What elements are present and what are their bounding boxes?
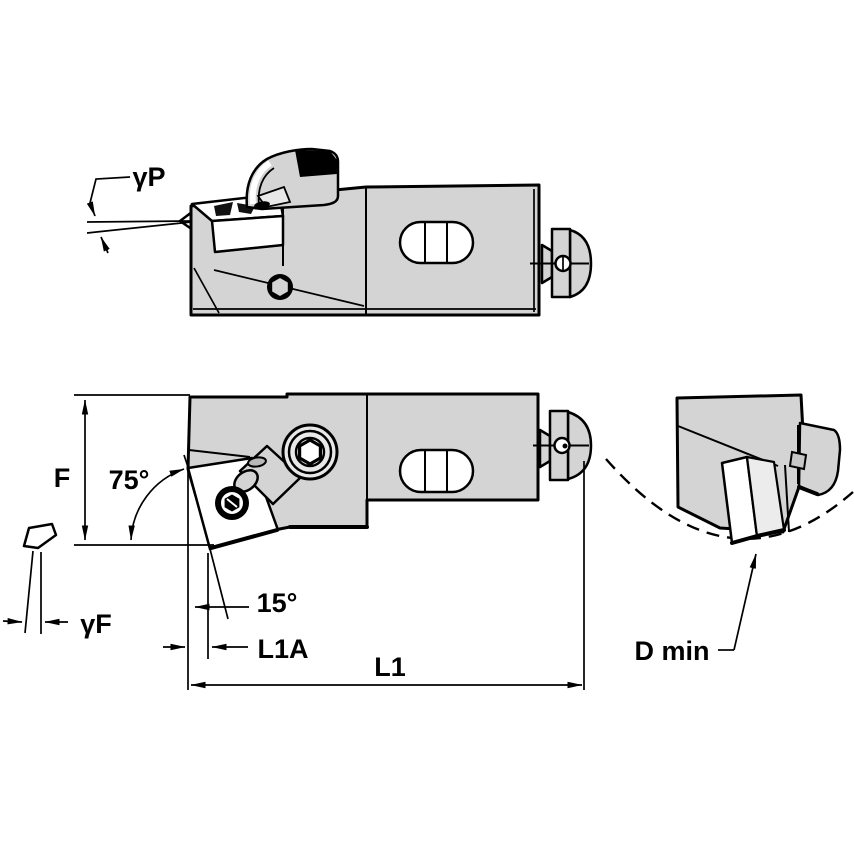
- clamp-screw-hex: [298, 438, 322, 466]
- gamma-p-label: γP: [132, 162, 165, 192]
- cutting-edge-stub: [183, 454, 190, 471]
- clamp-inner-line: [257, 167, 275, 207]
- dimensions: F 75° 15° L1A L1 γF: [2, 394, 585, 690]
- insert-cross-section: [22, 522, 58, 550]
- clamp-highlight-band: [249, 160, 272, 205]
- oval-slot-front: [398, 448, 475, 494]
- clamp-screw-shadow: [295, 150, 337, 177]
- strip-bottom-shadow: [730, 534, 759, 545]
- l1a-label: L1A: [257, 634, 308, 664]
- dmin-label: D min: [634, 636, 709, 666]
- dmin-bore-arc: [605, 458, 854, 541]
- l1-label: L1: [374, 652, 406, 682]
- gamma-p-leader: [86, 176, 131, 217]
- dmin-leader: [733, 553, 757, 651]
- mid-edge-line: [784, 464, 790, 533]
- top-view: γP: [86, 147, 593, 317]
- knob-washer: [538, 428, 552, 469]
- point-angle-label: 15°: [257, 588, 298, 618]
- edge-slant-ext: [209, 548, 229, 620]
- adjustment-knob-front: [533, 409, 593, 482]
- insert-edge-mark: [214, 202, 233, 216]
- clamp-end-lobe: [797, 421, 842, 497]
- adjustment-knob-top: [530, 227, 593, 299]
- lead-angle-label: 75°: [109, 465, 150, 495]
- clamp-end-facet: [788, 450, 808, 471]
- pocket-bottom-edge: [214, 244, 284, 253]
- hex-socket: [272, 278, 288, 296]
- insert-screw-glint: [226, 498, 238, 508]
- lobe-bottom-shadow: [797, 485, 819, 496]
- gamma-f-arrow-left: [2, 618, 23, 625]
- gamma-p-arrow-lower: [100, 236, 110, 254]
- strip-bottom-shadow: [755, 528, 786, 538]
- lead-angle-arc: [128, 468, 185, 541]
- gamma-p-annotation: γP: [86, 162, 192, 254]
- gamma-f-line-left: [24, 550, 34, 634]
- oval-slot-top: [398, 220, 475, 265]
- knob-screw-dot: [562, 443, 568, 449]
- chamfer-line: [193, 267, 220, 314]
- gamma-f-annotation: γF: [2, 522, 112, 639]
- pocket-edge-line: [188, 449, 251, 458]
- front-view: [186, 392, 593, 551]
- clamp-contact-pad: [247, 456, 267, 468]
- clamp-screw-ring: [287, 429, 333, 475]
- rake-reference-line: [86, 220, 192, 223]
- insert-bottom-shadow: [209, 528, 279, 550]
- dmin-annotation: D min: [634, 553, 757, 666]
- clamp-nose-shadow: [254, 201, 270, 209]
- gamma-f-label: γF: [80, 609, 112, 639]
- end-view: D min: [605, 393, 854, 666]
- knob-screw-head: [553, 436, 571, 455]
- rake-face-line: [86, 221, 192, 234]
- f-label: F: [54, 463, 71, 493]
